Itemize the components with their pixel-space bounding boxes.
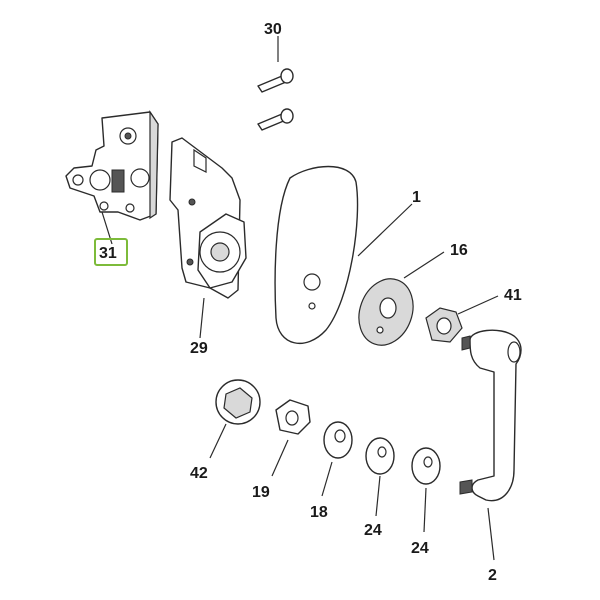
callout-2[interactable]: 2 [488,567,497,584]
nut-part[interactable] [271,399,311,477]
callout-30[interactable]: 30 [264,21,282,38]
washer-part[interactable] [321,421,353,497]
knob-part[interactable] [209,379,261,459]
callout-42[interactable]: 42 [190,465,208,482]
highlighted-callout-frame [94,238,128,266]
escutcheon-plate-part[interactable] [274,165,413,345]
callout-19[interactable]: 19 [252,484,270,501]
callout-24[interactable]: 24 [364,522,382,539]
callout-24[interactable]: 24 [411,540,429,557]
callout-16[interactable]: 16 [450,242,468,259]
gasket-part[interactable] [350,251,445,353]
latch-mechanism-part[interactable] [65,110,159,245]
callout-29[interactable]: 29 [190,340,208,357]
lock-washer-part[interactable] [365,437,395,517]
callout-31[interactable]: 31 [99,245,117,262]
hex-nut-part[interactable] [425,295,499,343]
handle-part[interactable] [459,329,522,561]
lock-washer-part[interactable] [411,447,441,533]
callout-18[interactable]: 18 [310,504,328,521]
screw-part[interactable] [257,36,294,131]
bracket-plate-part[interactable] [169,137,247,339]
callout-41[interactable]: 41 [504,287,522,304]
callout-1[interactable]: 1 [412,189,421,206]
